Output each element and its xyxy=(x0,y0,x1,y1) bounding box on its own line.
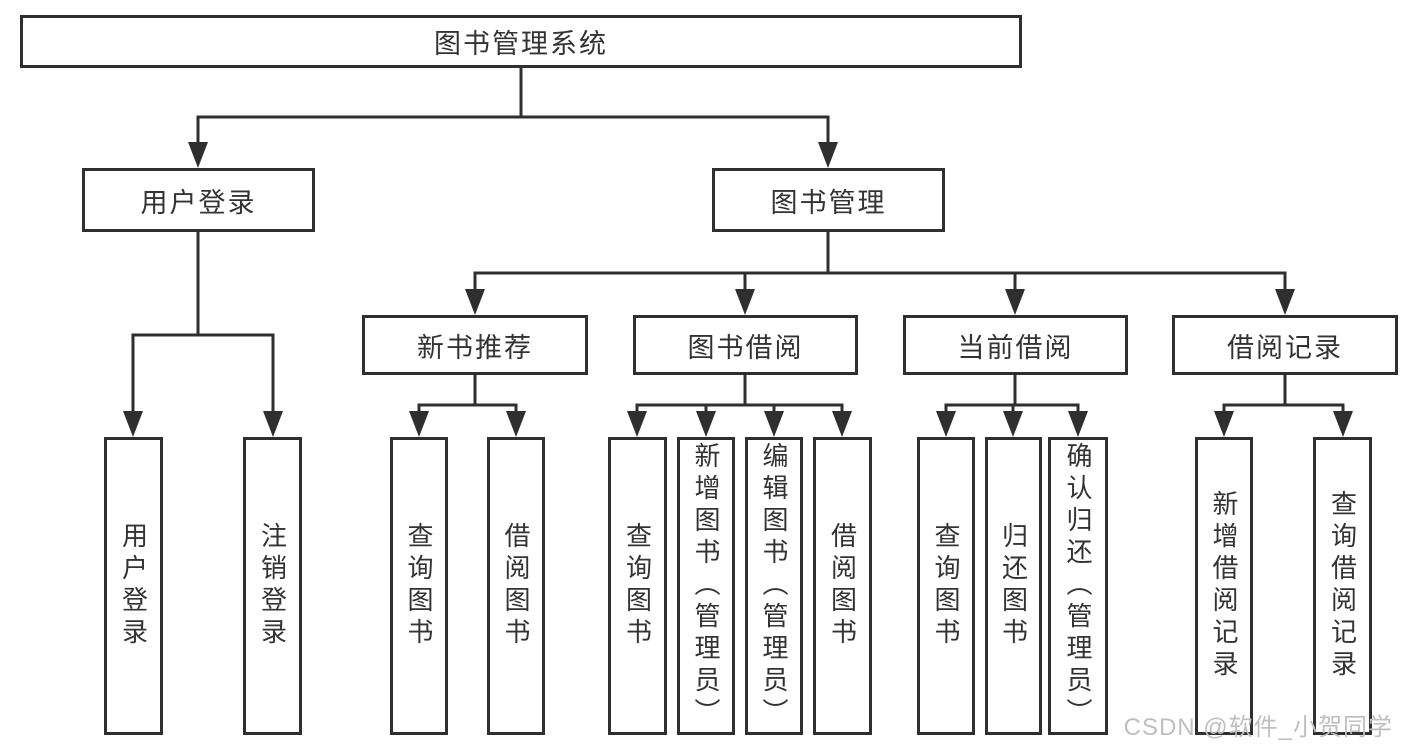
arrowhead-icon xyxy=(1005,289,1025,315)
arrowhead-icon xyxy=(188,142,208,168)
node-book-management: 图书管理 xyxy=(712,168,945,232)
node-label: 借阅记录 xyxy=(1227,332,1343,363)
leaf-confirm-return-admin: 确认归还（管理员） xyxy=(1048,437,1108,735)
node-label: 用户登录 xyxy=(140,187,257,218)
node-borrow-record: 借阅记录 xyxy=(1172,315,1398,375)
arrowhead-icon xyxy=(936,411,956,437)
node-label: 图书借阅 xyxy=(687,332,804,363)
leaf-add-book-admin: 新增图书（管理员） xyxy=(677,437,735,735)
node-label: 归还图书 xyxy=(998,522,1029,650)
arrowhead-icon xyxy=(465,289,485,315)
arrowhead-icon xyxy=(1003,411,1023,437)
node-label: 新书推荐 xyxy=(417,332,533,363)
leaf-logout: 注销登录 xyxy=(243,437,302,735)
leaf-borrow-books-recommend: 借阅图书 xyxy=(487,437,545,735)
node-label: 借阅图书 xyxy=(501,522,531,650)
node-label: 编辑图书（管理员） xyxy=(759,442,789,730)
arrowhead-icon xyxy=(764,411,784,437)
connector-user-login-to-leaves xyxy=(123,232,283,437)
connector-new-book-to-leaves xyxy=(409,375,526,437)
connector-book-borrow-to-leaves xyxy=(627,375,852,437)
connector-borrow-record-to-leaves xyxy=(1214,375,1353,437)
leaf-add-borrow-record: 新增借阅记录 xyxy=(1195,437,1253,735)
csdn-watermark: CSDN @软件_小贺同学 xyxy=(1123,714,1393,741)
node-label: 确认归还（管理员） xyxy=(1063,442,1093,730)
node-label: 新增图书（管理员） xyxy=(691,442,721,730)
node-label: 查询借阅记录 xyxy=(1327,490,1358,682)
leaf-edit-book-admin: 编辑图书（管理员） xyxy=(745,437,803,735)
node-label: 注销登录 xyxy=(257,522,288,650)
node-label: 当前借阅 xyxy=(957,332,1074,363)
connector-root-to-level2 xyxy=(188,68,838,168)
leaf-query-books-recommend: 查询图书 xyxy=(390,437,448,735)
leaf-query-books-current: 查询图书 xyxy=(917,437,975,735)
leaf-borrow-books: 借阅图书 xyxy=(813,437,872,735)
arrowhead-icon xyxy=(506,411,526,437)
node-label: 新增借阅记录 xyxy=(1209,490,1239,682)
node-label: 图书管理系统 xyxy=(434,29,608,59)
leaf-return-books: 归还图书 xyxy=(985,437,1042,735)
node-new-book-recommend: 新书推荐 xyxy=(362,315,588,375)
arrowhead-icon xyxy=(1275,289,1295,315)
arrowhead-icon xyxy=(263,411,283,437)
arrowhead-icon xyxy=(123,411,143,437)
node-label: 用户登录 xyxy=(118,522,149,650)
connector-current-borrow-to-leaves xyxy=(936,375,1088,437)
node-current-borrow: 当前借阅 xyxy=(903,315,1128,375)
leaf-user-login: 用户登录 xyxy=(104,437,163,735)
arrowhead-icon xyxy=(1333,411,1353,437)
node-label: 借阅图书 xyxy=(827,522,858,650)
node-user-login: 用户登录 xyxy=(82,168,315,232)
arrowhead-icon xyxy=(735,289,755,315)
arrowhead-icon xyxy=(696,411,716,437)
leaf-query-borrow-record: 查询借阅记录 xyxy=(1313,437,1372,735)
node-label: 查询图书 xyxy=(931,522,961,650)
node-root-system: 图书管理系统 xyxy=(20,15,1022,68)
arrowhead-icon xyxy=(627,411,647,437)
arrowhead-icon xyxy=(818,142,838,168)
node-book-borrow: 图书借阅 xyxy=(633,315,858,375)
arrowhead-icon xyxy=(409,411,429,437)
node-label: 查询图书 xyxy=(622,522,653,650)
arrowhead-icon xyxy=(1214,411,1234,437)
leaf-query-books-borrow: 查询图书 xyxy=(608,437,667,735)
node-label: 图书管理 xyxy=(770,187,887,218)
connector-book-management-to-level3 xyxy=(465,232,1295,315)
node-label: 查询图书 xyxy=(404,522,434,650)
arrowhead-icon xyxy=(1068,411,1088,437)
arrowhead-icon xyxy=(832,411,852,437)
